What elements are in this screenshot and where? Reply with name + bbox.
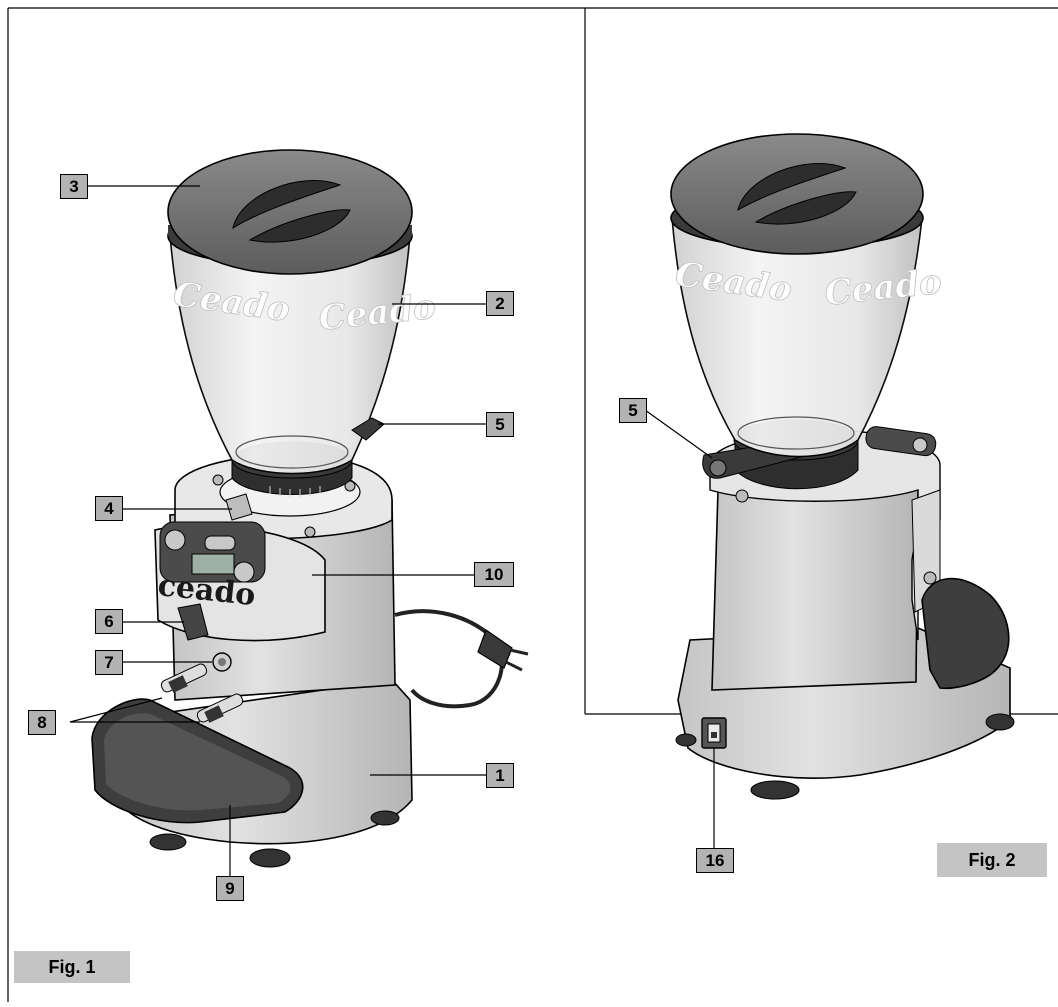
foot-front bbox=[249, 848, 291, 868]
callout-7: 7 bbox=[95, 650, 123, 675]
leader-8a bbox=[69, 697, 163, 723]
hopper-lid[interactable] bbox=[167, 149, 413, 275]
grind-selector-switch[interactable] bbox=[177, 603, 209, 641]
hopper-outlet bbox=[235, 435, 349, 469]
figure-1-label: Fig. 1 bbox=[14, 951, 130, 983]
fig2-leader-lines bbox=[644, 409, 715, 848]
fig2-shutter-knob bbox=[709, 459, 727, 477]
fig2-hopper-outlet bbox=[737, 416, 855, 450]
bean-hopper bbox=[169, 234, 411, 475]
screw-right bbox=[344, 480, 356, 492]
callout-6: 6 bbox=[95, 609, 123, 634]
callout-3: 3 bbox=[60, 174, 88, 199]
callout-8: 8 bbox=[28, 710, 56, 735]
fig2-callout-5: 5 bbox=[619, 398, 647, 423]
lid-handle-groove-top bbox=[232, 180, 342, 230]
portafilter-fork-rods bbox=[160, 663, 244, 723]
callout-16: 16 bbox=[696, 848, 734, 873]
fig1-leader-lines bbox=[69, 185, 486, 876]
power-plug bbox=[477, 629, 529, 672]
foot-left bbox=[149, 833, 187, 851]
display-screen bbox=[191, 553, 235, 575]
fig2-foot-right bbox=[985, 713, 1015, 731]
leader-fig2-5 bbox=[644, 409, 713, 459]
button-double-dose-icon[interactable] bbox=[233, 561, 255, 583]
callout-4: 4 bbox=[95, 496, 123, 521]
fig1-grinder-illustration: ceado bbox=[91, 149, 529, 868]
button-menu-icon[interactable] bbox=[204, 535, 236, 551]
fig2-foot-left bbox=[675, 733, 697, 747]
lid-handle-groove-bottom bbox=[248, 209, 351, 243]
fig2-lid-groove-top bbox=[737, 163, 847, 212]
button-single-dose-icon[interactable] bbox=[164, 529, 186, 551]
callout-9: 9 bbox=[216, 876, 244, 901]
callout-5: 5 bbox=[486, 412, 514, 437]
power-cord bbox=[394, 609, 504, 709]
fig2-lid-groove-bottom bbox=[754, 191, 857, 225]
fig2-drip-tray bbox=[921, 577, 1010, 690]
fig2-button-icon[interactable] bbox=[912, 437, 928, 453]
fig2-side-knob bbox=[923, 571, 937, 585]
figure-2-label: Fig. 2 bbox=[937, 843, 1047, 877]
fig2-grinder-illustration: Ceado Ceado bbox=[670, 133, 1015, 800]
fig2-hopper-lid[interactable] bbox=[670, 133, 924, 255]
callout-10: 10 bbox=[474, 562, 514, 587]
adjustment-lever[interactable] bbox=[225, 493, 253, 521]
callout-1: 1 bbox=[486, 763, 514, 788]
screw-left bbox=[212, 474, 224, 486]
callout-2: 2 bbox=[486, 291, 514, 316]
fig2-bean-hopper bbox=[671, 217, 923, 458]
fig2-screw bbox=[735, 489, 749, 503]
fig2-column bbox=[711, 489, 919, 691]
screw-front bbox=[304, 526, 316, 538]
power-switch-rocker bbox=[711, 732, 717, 738]
foot-right bbox=[370, 810, 400, 826]
grind-ring-scale bbox=[269, 486, 321, 497]
knob-center bbox=[218, 658, 226, 666]
drip-tray-top bbox=[104, 713, 291, 811]
fig2-foot-front bbox=[750, 780, 800, 800]
